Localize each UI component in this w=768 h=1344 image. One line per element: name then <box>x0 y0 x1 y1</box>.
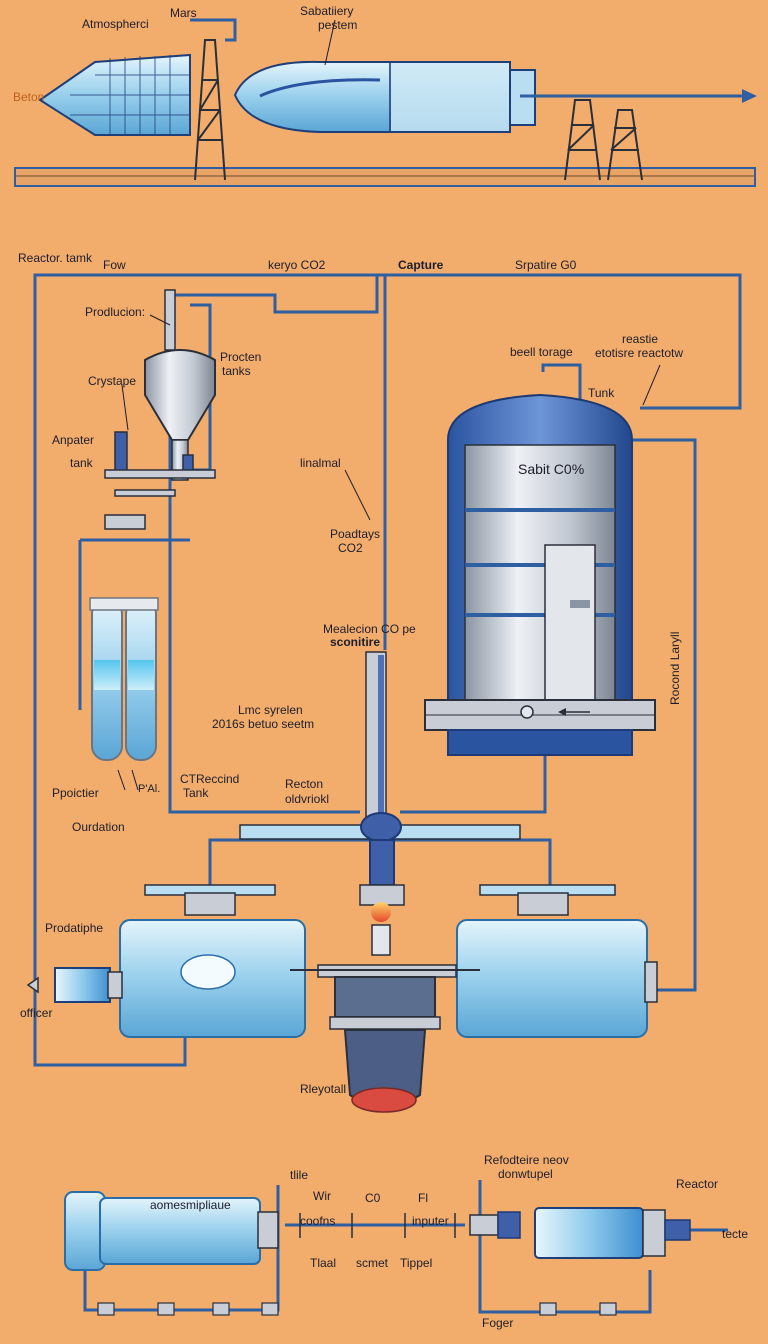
label-refodteire-line2: donwtupel <box>498 1167 553 1181</box>
label-reastie-line1: reastie <box>622 332 659 346</box>
label-atmospheric: Atmospherci <box>82 17 149 31</box>
label-tippel: Tippel <box>400 1256 433 1270</box>
label-reactor: Reactor <box>676 1177 719 1191</box>
label-tank-text: Sabit C0% <box>518 461 585 477</box>
label-poictier: Ppoictier <box>52 786 99 800</box>
label-linc-system-line1: Lmc syrelen <box>238 703 303 717</box>
label-fi: Fl <box>418 1191 428 1205</box>
label-procten-line2: tanks <box>222 364 251 378</box>
label-crystape: Crystape <box>88 374 137 388</box>
label-scmet: scmet <box>356 1256 389 1270</box>
label-tilile: tlile <box>290 1168 309 1182</box>
label-co: C0 <box>365 1191 381 1205</box>
label-reacton-line1: Recton <box>285 777 324 791</box>
label-beell-torage: beell torage <box>510 345 573 359</box>
label-poadtays-line1: Poadtays <box>330 527 381 541</box>
label-officer: officer <box>20 1006 53 1020</box>
storage-tank <box>424 393 656 756</box>
label-production: Prodlucion: <box>85 305 146 319</box>
label-reactor-tank: Reactor. tamk <box>18 251 93 265</box>
label-spartire: Srpatire G0 <box>515 258 577 272</box>
bottom-compressor-line <box>64 1191 691 1316</box>
label-procten-line1: Procten <box>220 350 262 364</box>
label-anpater-line2: tank <box>70 456 93 470</box>
label-wir: Wir <box>313 1189 331 1203</box>
reactor-assembly <box>26 839 658 1113</box>
label-sabatier-line1: Sabatiiery <box>300 4 354 18</box>
label-reastie-line2: etotisre reactotw <box>595 346 684 360</box>
label-refodteire-line1: Refodteire neov <box>484 1153 569 1167</box>
label-anpater-line1: Anpater <box>52 433 95 447</box>
pipe-network <box>33 273 742 1314</box>
label-inputer: inputer <box>412 1214 449 1228</box>
label-compressor: aomesmipliaue <box>150 1198 231 1212</box>
label-poadtays-line2: CO2 <box>338 541 363 555</box>
label-ctrecend-line1: CTReccind <box>180 772 240 786</box>
label-tecte: tecte <box>722 1227 749 1241</box>
label-prodatiphe: Prodatiphe <box>45 921 104 935</box>
label-linc-system-line2: 2016s betuo seetm <box>212 717 315 731</box>
label-rocond-laryll: Rocond Laryll <box>668 631 682 705</box>
label-tunk: Tunk <box>588 386 615 400</box>
label-ourdation: Ourdation <box>72 820 125 834</box>
central-column <box>239 651 521 842</box>
label-mars: Mars <box>170 6 197 20</box>
label-foger: Foger <box>482 1316 514 1330</box>
label-capture: Capture <box>398 258 444 272</box>
label-linalmal: linalmal <box>300 456 341 470</box>
label-tlaal: Tlaal <box>310 1256 337 1270</box>
label-pall: P'Al. <box>138 783 161 795</box>
label-reyotall: Rleyotall <box>300 1082 347 1096</box>
label-reacton-line2: oldvriokl <box>285 792 330 806</box>
label-fow: Fow <box>103 258 126 272</box>
top-rocket-assembly <box>14 18 757 187</box>
label-coofns: coofns <box>300 1214 336 1228</box>
label-sabatier-line2: pestem <box>318 18 358 32</box>
production-column <box>89 289 216 761</box>
label-beton: Beton <box>13 90 45 104</box>
label-mealecion-line2: sconitire <box>330 635 381 649</box>
label-cryo-co2: keryo CO2 <box>268 258 326 272</box>
label-mealecion-line1: Mealecion CO pe <box>323 622 416 636</box>
label-ctrecend-line2: Tank <box>183 786 209 800</box>
leader-lines <box>117 19 661 791</box>
